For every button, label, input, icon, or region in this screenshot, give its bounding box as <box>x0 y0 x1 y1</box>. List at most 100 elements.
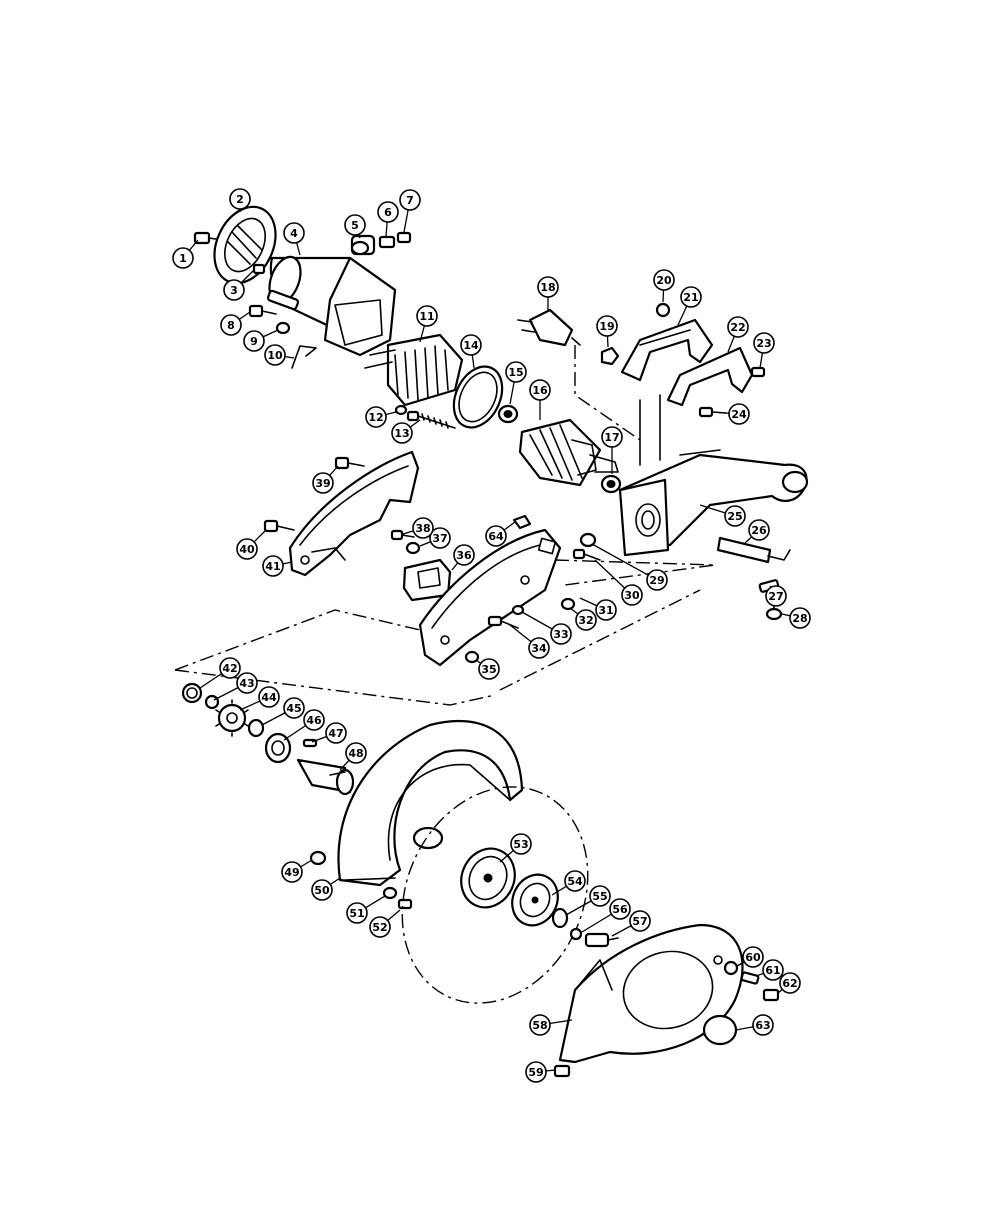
callout-circle <box>779 972 801 994</box>
callout-number: 47 <box>328 727 343 740</box>
callout-number: 48 <box>348 747 363 760</box>
callout-53: 53 <box>499 833 532 863</box>
callout-25: 25 <box>699 504 746 527</box>
blade-guard-group <box>309 719 780 1078</box>
gear-train-group <box>181 682 355 796</box>
callout-circle <box>529 1014 551 1036</box>
callout-24: 24 <box>711 403 750 425</box>
callout-number: 50 <box>314 884 330 897</box>
part-34-screw <box>487 615 519 629</box>
callout-circle <box>391 422 413 444</box>
callout-circle <box>789 607 811 629</box>
callout-number: 9 <box>250 335 258 348</box>
part-22-handle-cover <box>666 346 754 407</box>
part-60-washer <box>723 960 739 976</box>
callout-number: 23 <box>756 337 771 350</box>
callout-32: 32 <box>569 607 597 631</box>
part-42-bearing <box>181 682 203 704</box>
callout-circle <box>765 585 787 607</box>
callout-number: 29 <box>649 574 664 587</box>
callout-circle <box>346 902 368 924</box>
part-49-nut <box>309 850 327 866</box>
part-63-cap <box>702 1014 738 1046</box>
part-11-field-coil <box>364 333 464 407</box>
callout-number: 10 <box>267 349 283 362</box>
callout-circle <box>312 472 334 494</box>
part-21-handle <box>620 318 714 382</box>
callout-number: 35 <box>481 663 496 676</box>
part-46-bearing <box>264 732 292 764</box>
part-8-screw <box>248 304 277 318</box>
callout-circle <box>564 870 586 892</box>
callout-circle <box>528 637 550 659</box>
callout-number: 27 <box>768 590 783 603</box>
callout-60: 60 <box>736 946 764 968</box>
part-35-nut <box>464 650 480 664</box>
callout-circle <box>595 599 617 621</box>
callout-circle <box>537 276 559 298</box>
callout-47: 47 <box>311 722 347 744</box>
callout-number: 61 <box>765 964 780 977</box>
part-17-bearing <box>600 474 622 494</box>
callout-circle <box>416 305 438 327</box>
callout-number: 41 <box>265 560 280 573</box>
part-59-block <box>553 1064 571 1078</box>
callout-number: 2 <box>236 193 244 206</box>
callout-leader <box>591 543 658 581</box>
callout-number: 44 <box>261 691 277 704</box>
callout-16: 16 <box>529 379 551 420</box>
callout-number: 17 <box>604 431 619 444</box>
part-5-brush-holder <box>350 234 376 256</box>
callout-22: 22 <box>727 316 749 353</box>
part-gear-case <box>418 528 562 667</box>
callout-circle <box>220 314 242 336</box>
callout-circle <box>236 672 258 694</box>
callout-57: 57 <box>611 910 651 937</box>
part-64-block <box>512 514 532 530</box>
callout-number: 53 <box>513 838 528 851</box>
callout-circle <box>609 898 631 920</box>
callout-number: 6 <box>384 206 392 219</box>
callout-10: 10 <box>264 344 295 366</box>
callout-circle <box>550 623 572 645</box>
callout-39: 39 <box>312 465 339 494</box>
part-12-washer <box>394 404 408 416</box>
part-48-spindle <box>296 758 355 796</box>
part-50-upper-guard <box>337 719 524 887</box>
callout-circle <box>453 544 475 566</box>
callout-number: 26 <box>751 524 767 537</box>
callout-number: 55 <box>592 890 607 903</box>
callout-29: 29 <box>591 543 668 591</box>
callout-4: 4 <box>283 222 305 256</box>
callout-number: 33 <box>553 628 568 641</box>
callout-number: 19 <box>599 320 614 333</box>
callout-number: 1 <box>179 252 187 265</box>
callout-61: 61 <box>755 959 784 981</box>
part-6-brush <box>378 235 396 249</box>
part-7-cap <box>396 231 412 244</box>
callout-27: 27 <box>765 585 787 607</box>
callout-34: 34 <box>509 624 550 659</box>
callout-3: 3 <box>223 269 255 301</box>
handle-group <box>517 302 809 621</box>
callout-number: 46 <box>306 714 322 727</box>
part-53-inner-flange <box>460 847 516 909</box>
callout-circle <box>596 315 618 337</box>
motor-group <box>193 205 622 494</box>
callout-63: 63 <box>735 1014 774 1036</box>
callout-59: 59 <box>525 1061 556 1083</box>
callout-circle <box>223 279 245 301</box>
callout-19: 19 <box>596 315 618 348</box>
callout-6: 6 <box>377 201 399 237</box>
callout-circle <box>653 269 675 291</box>
callout-number: 13 <box>394 427 409 440</box>
callout-circle <box>236 538 258 560</box>
part-55-washer <box>551 907 569 929</box>
part-19-nut <box>600 346 620 366</box>
callout-number: 56 <box>612 903 628 916</box>
callout-35: 35 <box>475 658 500 680</box>
callout-number: 62 <box>782 977 797 990</box>
callout-5: 5 <box>344 214 366 239</box>
callout-54: 54 <box>551 870 586 896</box>
